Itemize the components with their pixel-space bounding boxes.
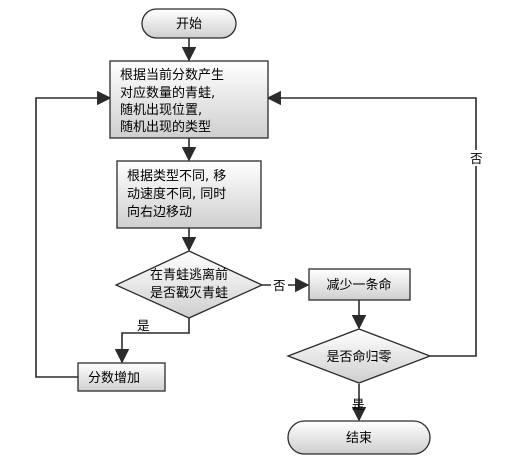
generate-line-1: 根据当前分数产生 [120,67,224,83]
arrow-loop-not-zero [266,90,477,357]
move-frogs-node: 根据类型不同, 移 动速度不同, 同时 向右边移动 [116,160,262,229]
generate-line-4: 随机出现的类型 [120,119,211,135]
move-line-2: 动速度不同, 同时 [127,186,226,202]
decision-kill-node: 在青蛙逃离前 是否戳灭青蛙 [114,250,264,319]
lose-life-label: 减少一条命 [326,277,391,293]
move-line-3: 向右边移动 [127,204,192,220]
add-score-node: 分数增加 [77,362,166,392]
generate-line-3: 随机出现位置, [120,103,202,118]
decision-zero-node: 是否命归零 [286,328,432,384]
edge-label-yes-kill: 是 [137,318,150,333]
decision-kill-line-2: 是否戳灭青蛙 [150,286,228,301]
start-node: 开始 [141,8,237,39]
decision-zero-label: 是否命归零 [326,349,391,365]
decision-kill-line-1: 在青蛙逃离前 [150,267,228,283]
arrow-yes-to-add-score [114,318,190,364]
edge-label-yes-zero: 是 [352,397,365,412]
edge-label-no-zero: 否 [470,151,483,166]
edge-label-no-zero-bg [468,150,485,166]
end-label: 结束 [346,431,372,446]
start-label: 开始 [176,17,202,32]
generate-line-2: 对应数量的青蛙, [120,85,215,101]
arrow-loop-add-score [35,90,112,378]
edge-label-no-kill-bg [271,277,288,293]
lose-life-node: 减少一条命 [308,268,411,301]
move-line-1: 根据类型不同, 移 [127,169,226,184]
add-score-label: 分数增加 [88,371,140,386]
end-node: 结束 [287,420,431,455]
edge-label-no-kill: 否 [273,278,286,293]
generate-frogs-node: 根据当前分数产生 对应数量的青蛙, 随机出现位置, 随机出现的类型 [109,60,269,139]
